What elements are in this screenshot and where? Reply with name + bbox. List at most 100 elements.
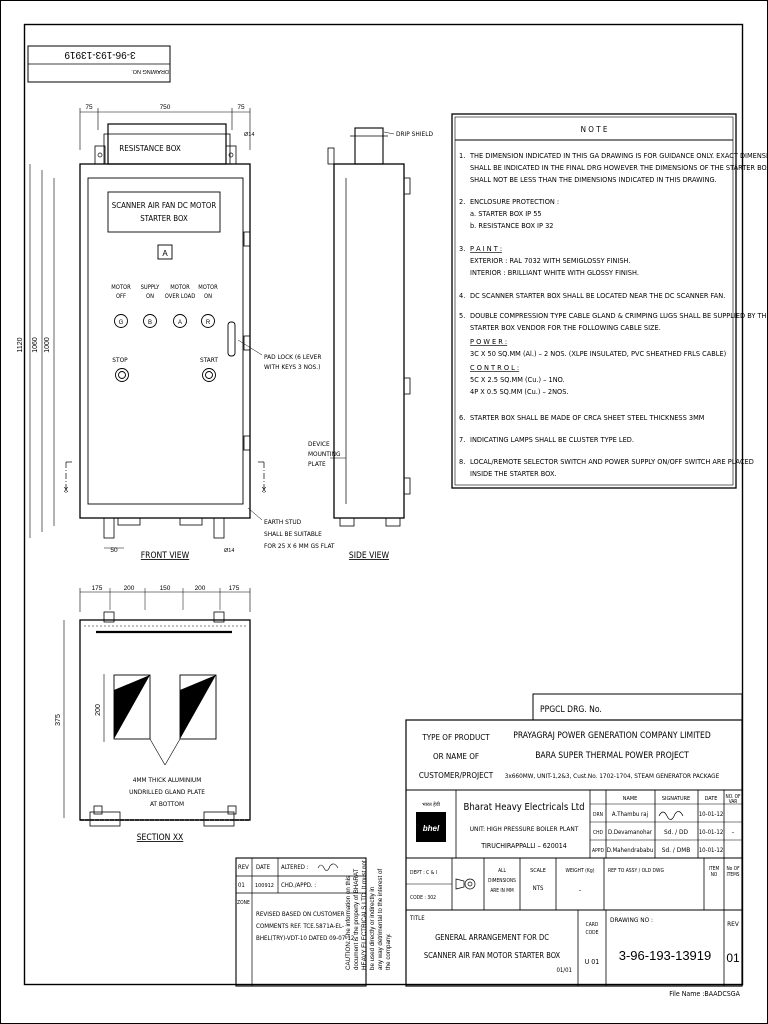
gland-line1: 4MM THICK ALUMINIUM (133, 776, 202, 784)
drawing-title-line2: SCANNER AIR FAN MOTOR STARTER BOX (424, 951, 561, 960)
svg-text:5C X 2.5 SQ.MM (Cu.) – 1NO.: 5C X 2.5 SQ.MM (Cu.) – 1NO. (470, 376, 565, 384)
resistance-box-label: RESISTANCE BOX (119, 144, 181, 153)
note-3: 3. P A I N T : EXTERIOR : RAL 7032 WITH … (459, 245, 639, 277)
svg-text:10-01-12: 10-01-12 (699, 829, 724, 836)
svg-text:ON: ON (146, 294, 154, 300)
svg-text:the company.: the company. (385, 933, 392, 970)
svg-text:a. STARTER BOX IP 55: a. STARTER BOX IP 55 (470, 210, 542, 218)
svg-text:4.: 4. (459, 292, 465, 300)
svg-text:OFF: OFF (116, 294, 126, 300)
svg-text:DRAWING NO :: DRAWING NO : (610, 916, 653, 924)
svg-text:100912: 100912 (255, 883, 274, 889)
svg-text:ALTERED :: ALTERED : (281, 864, 309, 871)
package-name: 3x660MW, UNIT-1,2&3, Cust.No. 1702-1704,… (505, 772, 720, 780)
svg-text:TITLE: TITLE (409, 915, 425, 922)
svg-text:CARD: CARD (586, 922, 599, 928)
dim-1120: 1120 (17, 337, 24, 352)
svg-text:ZONE: ZONE (237, 900, 250, 906)
sec-dim-200-right: 200 (195, 585, 206, 592)
svg-text:D.Devamanohar: D.Devamanohar (608, 829, 653, 836)
bhel-name: Bharat Heavy Electricals Ltd (463, 802, 584, 813)
svg-text:DRAWING NO.: DRAWING NO. (131, 68, 169, 74)
note-box: N O T E 1. THE DIMENSION INDICATED IN TH… (451, 113, 768, 489)
svg-text:REF TO ASSY / OLD DWG: REF TO ASSY / OLD DWG (608, 868, 664, 874)
svg-text:–: – (732, 829, 735, 836)
lamp-supply-on: SUPPLY ON B (141, 285, 160, 328)
svg-text:3-96-193-13919: 3-96-193-13919 (64, 49, 136, 60)
mounting-line3: PLATE (308, 460, 326, 468)
svg-text:NAME: NAME (623, 796, 637, 802)
altered-signature-icon (317, 863, 339, 871)
svg-text:ITEMS: ITEMS (726, 872, 739, 878)
note-5: 5. DOUBLE COMPRESSION TYPE CABLE GLAND &… (459, 312, 768, 396)
sec-dim-375: 375 (55, 714, 62, 726)
svg-text:APPD: APPD (592, 848, 605, 854)
svg-text:OVER LOAD: OVER LOAD (165, 294, 195, 300)
title-block: PPGCL DRG. No. TYPE OF PRODUCT OR NAME O… (405, 693, 743, 987)
svg-text:Sd. / DMB: Sd. / DMB (662, 846, 691, 854)
svg-text:LOCAL/REMOTE SELECTOR SWITCH A: LOCAL/REMOTE SELECTOR SWITCH AND POWER S… (470, 458, 754, 466)
sec-dim-150: 150 (160, 585, 171, 592)
svg-text:DEPT : C & I: DEPT : C & I (410, 870, 437, 876)
svg-text:SHALL BE INDICATED IN THE FINA: SHALL BE INDICATED IN THE FINAL DRG HOWE… (470, 164, 768, 172)
phi14-top: Ø14 (244, 132, 254, 138)
svg-text:REVISED BASED ON CUSTOMER: REVISED BASED ON CUSTOMER (256, 911, 345, 918)
note-4: 4. DC SCANNER STARTER BOX SHALL BE LOCAT… (459, 292, 725, 300)
lamp-motor-on: MOTOR ON R (198, 285, 218, 328)
svg-text:6.: 6. (459, 414, 465, 422)
svg-text:COMMENTS REF. TCE.5871A-EL-: COMMENTS REF. TCE.5871A-EL- (256, 923, 344, 930)
svg-text:No OF: No OF (726, 866, 740, 872)
x-mark-right: X (262, 487, 267, 494)
stop-label: STOP (112, 356, 128, 364)
svg-text:R: R (206, 320, 211, 326)
svg-text:CAUTION: The information on th: CAUTION: The information on this (345, 876, 352, 970)
svg-text:CODE : 302: CODE : 302 (410, 895, 436, 901)
section-xx: 175 200 150 200 175 375 200 4MM THICK AL… (55, 585, 251, 843)
svg-text:ENCLOSURE PROTECTION :: ENCLOSURE PROTECTION : (470, 198, 559, 206)
bhel-city: TIRUCHIRAPPALLI – 620014 (480, 842, 567, 850)
svg-text:CHD: CHD (593, 830, 604, 836)
svg-text:DC SCANNER STARTER BOX SHALL B: DC SCANNER STARTER BOX SHALL BE LOCATED … (470, 292, 725, 300)
drawing-number: 3-96-193-13919 (619, 948, 712, 963)
svg-text:EXTERIOR : RAL 7032 WITH SEMIG: EXTERIOR : RAL 7032 WITH SEMIGLOSSY FINI… (470, 257, 630, 265)
earth-line3: FOR 25 X 6 MM GS FLAT (264, 542, 335, 550)
dim-1060: 1060 (32, 337, 39, 353)
svg-text:4P X 0.5 SQ.MM (Cu.) – 2NOS.: 4P X 0.5 SQ.MM (Cu.) – 2NOS. (470, 388, 569, 396)
note-8: 8. LOCAL/REMOTE SELECTOR SWITCH AND POWE… (459, 458, 754, 478)
bhel-hindi: भारत हेवी (422, 801, 441, 808)
svg-text:INTERIOR : BRILLIANT WHITE WIT: INTERIOR : BRILLIANT WHITE WITH GLOSSY F… (470, 269, 639, 277)
svg-text:b. RESISTANCE BOX IP 32: b. RESISTANCE BOX IP 32 (470, 222, 553, 230)
svg-text:DATE: DATE (705, 796, 718, 802)
front-view-title: FRONT VIEW (141, 551, 190, 561)
front-view: 75 750 75 Ø14 RESISTANCE BOX 1120 1060 1… (17, 104, 267, 561)
nameplate-line2: STARTER BOX (140, 214, 188, 223)
note-7: 7. INDICATING LAMPS SHALL BE CLUSTER TYP… (459, 436, 634, 444)
svg-text:B: B (148, 320, 152, 326)
svg-text:MOTOR: MOTOR (170, 285, 190, 291)
dim-75-right: 75 (237, 104, 245, 111)
section-title: SECTION XX (137, 833, 184, 843)
svg-text:01/01: 01/01 (556, 967, 572, 974)
callouts: PAD LOCK (6 LEVER WITH KEYS 3 NOS.) EART… (237, 339, 335, 550)
svg-text:STARTER BOX SHALL BE MADE OF C: STARTER BOX SHALL BE MADE OF CRCA SHEET … (470, 414, 705, 422)
svg-text:DATE: DATE (256, 864, 271, 871)
svg-text:WEIGHT (Kg): WEIGHT (Kg) (566, 868, 595, 874)
rotated-drawing-number: 3-96-193-13919 DRAWING NO. (27, 45, 171, 83)
note-6: 6. STARTER BOX SHALL BE MADE OF CRCA SHE… (459, 414, 705, 422)
sec-dim-175-right: 175 (229, 585, 240, 592)
svg-text:ALL: ALL (498, 868, 506, 874)
padlock-line1: PAD LOCK (6 LEVER (264, 353, 321, 361)
svg-text:DOUBLE COMPRESSION TYPE CABLE: DOUBLE COMPRESSION TYPE CABLE GLAND & CR… (470, 312, 768, 320)
note-1: 1. THE DIMENSION INDICATED IN THIS GA DR… (459, 152, 768, 184)
svg-text:MOTOR: MOTOR (111, 285, 131, 291)
drawing-title-line1: GENERAL ARRANGEMENT FOR DC (435, 933, 549, 942)
sec-dim-200: 200 (95, 704, 102, 716)
svg-text:7.: 7. (459, 436, 465, 444)
svg-text:10-01-12: 10-01-12 (699, 811, 724, 818)
mounting-line1: DEVICE (308, 440, 330, 448)
svg-text:10-01-12: 10-01-12 (699, 847, 724, 854)
svg-text:3C X 50 SQ.MM (Al.) – 2 NOS. (: 3C X 50 SQ.MM (Al.) – 2 NOS. (XLPE INSUL… (470, 350, 726, 358)
svg-text:DIMENSIONS: DIMENSIONS (488, 878, 516, 884)
svg-text:INSIDE THE STARTER BOX.: INSIDE THE STARTER BOX. (470, 470, 557, 478)
